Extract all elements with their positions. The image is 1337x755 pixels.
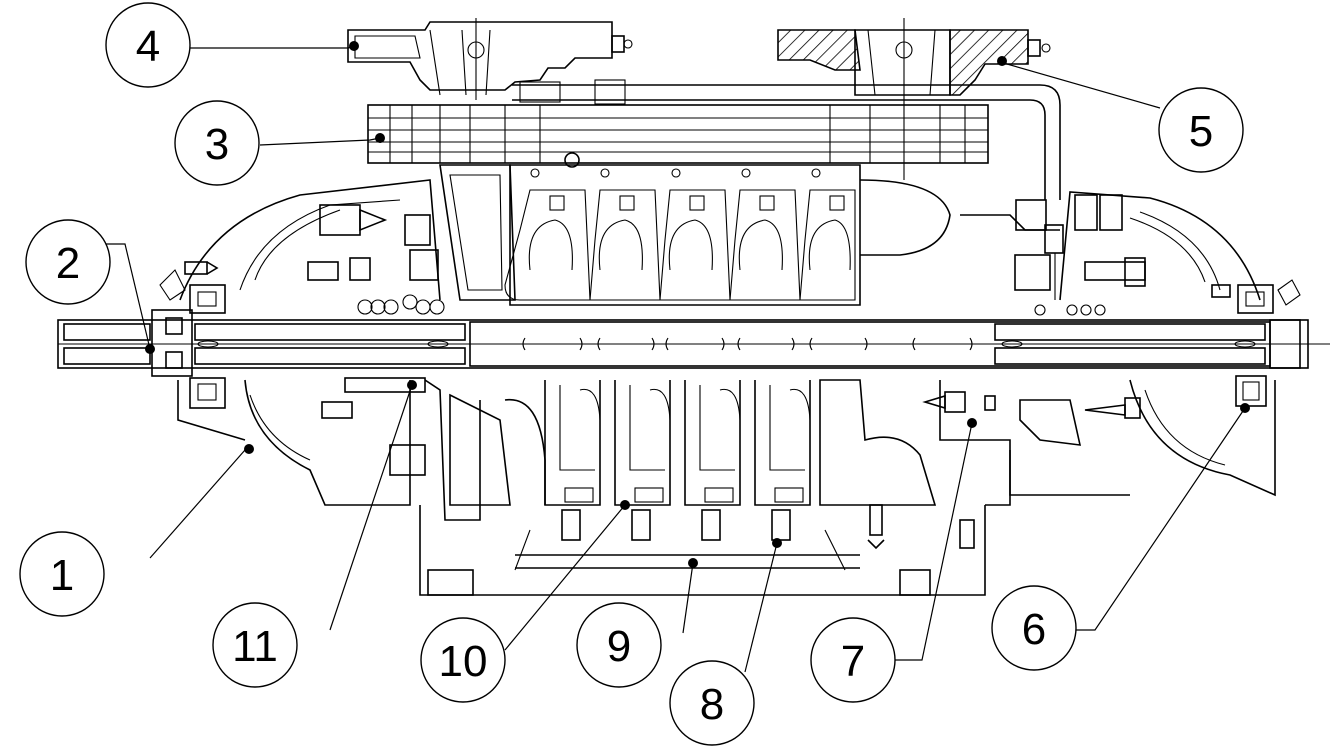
suction-casing-hatched	[777, 18, 1051, 180]
callout-11: 11	[212, 602, 298, 688]
callout-6: 6	[991, 585, 1077, 671]
discharge-casing	[347, 18, 633, 100]
shaft	[57, 319, 1330, 369]
coupling-end	[151, 309, 193, 377]
upper-impeller-stages	[439, 164, 951, 306]
upper-housing-right	[960, 191, 1301, 316]
leader-dots	[145, 41, 1250, 568]
callout-2-label: 2	[56, 239, 80, 288]
callout-5-label: 5	[1189, 107, 1213, 156]
balance-pipe	[512, 79, 1061, 200]
callout-11-label: 11	[232, 622, 278, 671]
callout-7: 7	[810, 617, 896, 703]
callout-9: 9	[576, 602, 662, 688]
leader-lines	[105, 45, 1246, 673]
callout-3-label: 3	[205, 120, 229, 169]
callout-5: 5	[1158, 87, 1244, 173]
callout-6-label: 6	[1022, 605, 1046, 654]
callout-4: 4	[105, 2, 191, 88]
callout-1-label: 1	[50, 551, 74, 600]
stage-casing-ribs	[367, 104, 989, 168]
upper-housing-left	[159, 179, 445, 315]
lower-casing	[177, 377, 986, 596]
lower-housing-right	[922, 375, 1276, 506]
callout-2: 2	[25, 219, 111, 305]
callout-8-label: 8	[700, 680, 724, 729]
callout-10: 10	[420, 617, 506, 703]
callout-3: 3	[174, 100, 260, 186]
callout-7-label: 7	[841, 637, 865, 686]
callout-10-label: 10	[439, 637, 488, 686]
callout-4-label: 4	[136, 22, 160, 71]
callout-9-label: 9	[607, 622, 631, 671]
callout-1: 1	[19, 531, 105, 617]
callout-8: 8	[669, 660, 755, 746]
